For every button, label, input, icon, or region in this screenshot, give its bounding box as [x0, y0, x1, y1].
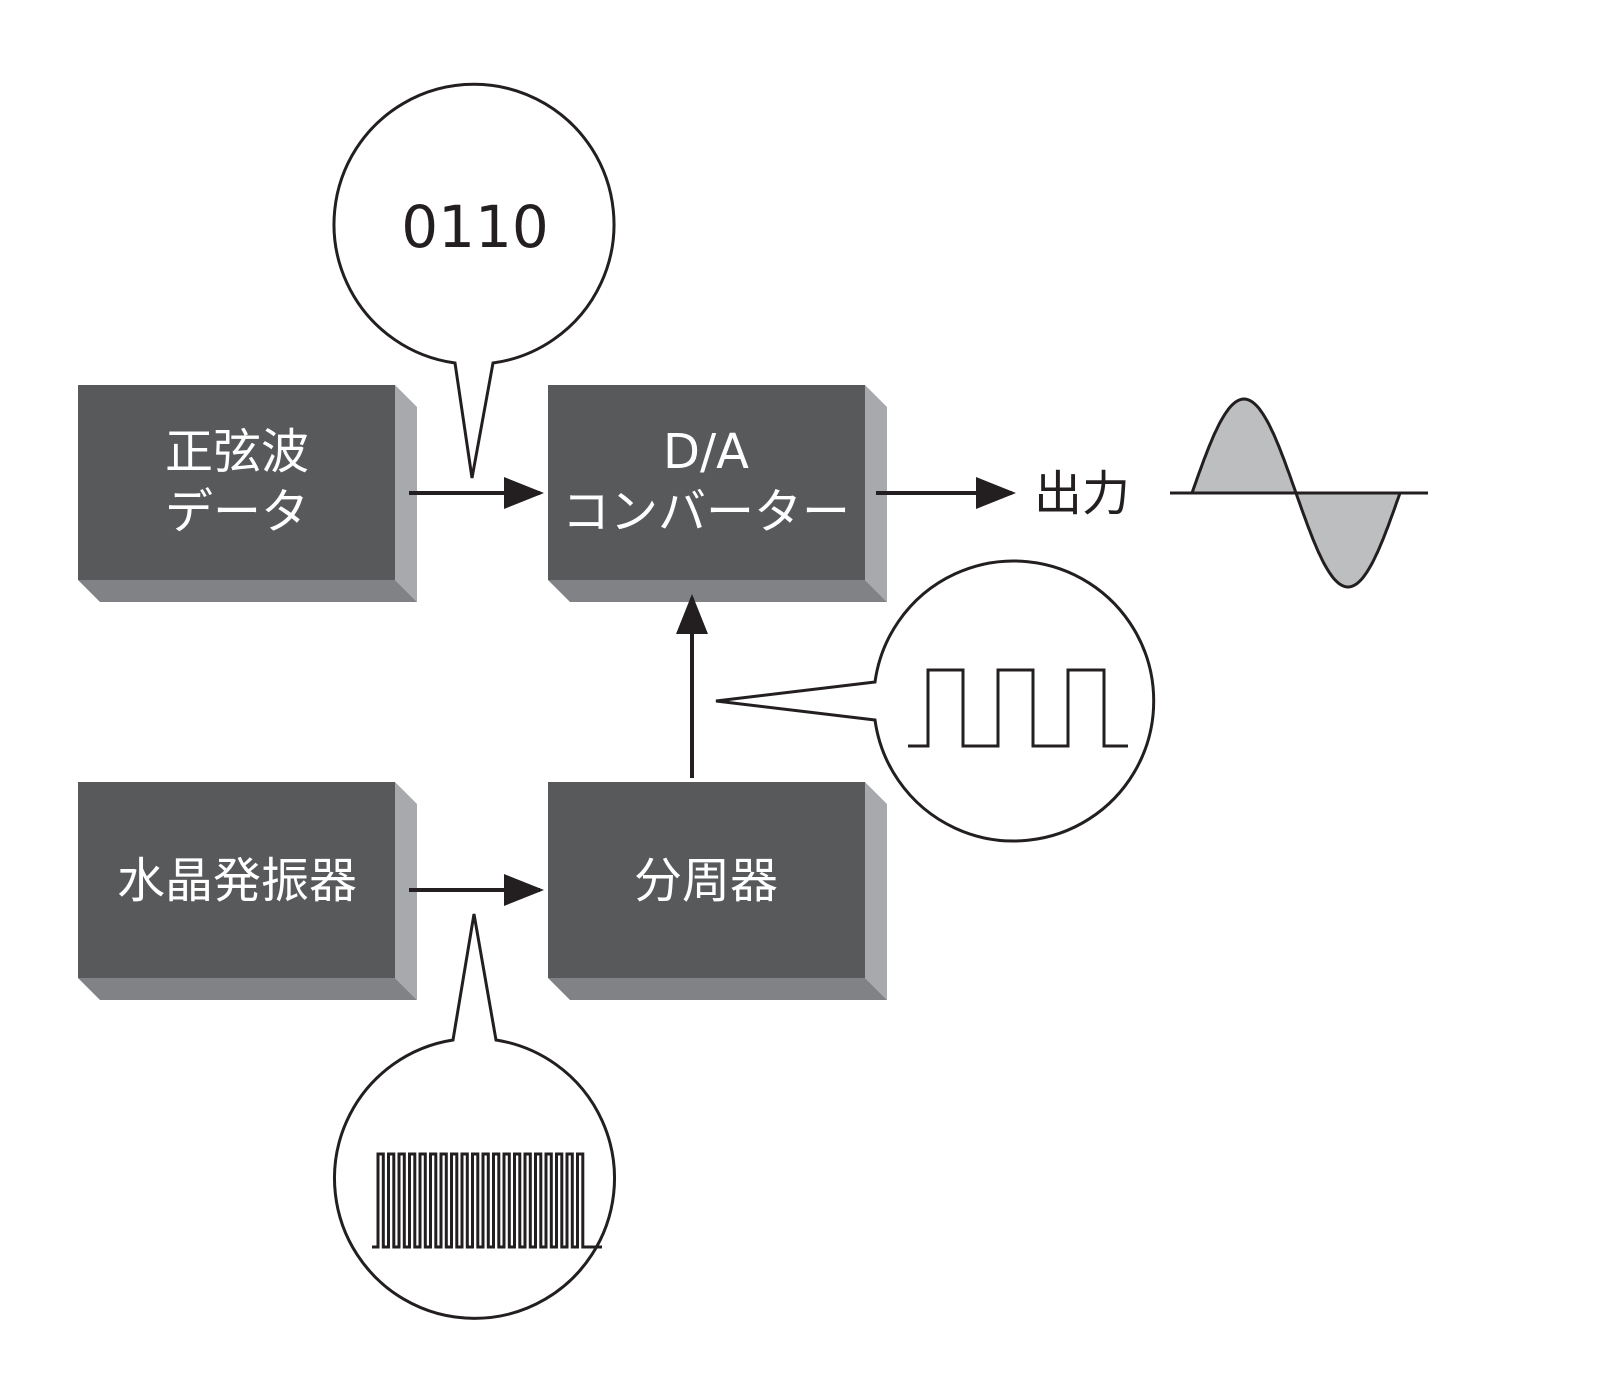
- sine-data-label-line2: データ: [165, 484, 309, 540]
- da-converter-label-line1: D/A: [663, 424, 749, 480]
- digital-value-text: 0110: [401, 193, 549, 261]
- digital-value-callout: 0110: [332, 82, 616, 479]
- fast-square-wave-icon: [372, 1152, 602, 1249]
- da-converter-block: D/A コンバーター: [548, 385, 887, 602]
- divider-waveform-callout: [715, 559, 1156, 843]
- crystal-oscillator-block: 水晶発振器: [78, 782, 417, 1000]
- crystal-waveform-callout: [333, 913, 616, 1320]
- frequency-divider-label: 分周器: [634, 853, 778, 909]
- sine-data-label-line1: 正弦波: [165, 424, 309, 480]
- frequency-divider-block: 分周器: [548, 782, 887, 1000]
- sine-wave-icon: [1170, 397, 1428, 589]
- crystal-oscillator-label: 水晶発振器: [117, 853, 357, 909]
- sine-data-block: 正弦波 データ: [78, 385, 417, 602]
- output-label: 出力: [1034, 466, 1130, 522]
- da-converter-label-line2: コンバーター: [562, 484, 850, 540]
- slow-square-wave-icon: [908, 668, 1128, 748]
